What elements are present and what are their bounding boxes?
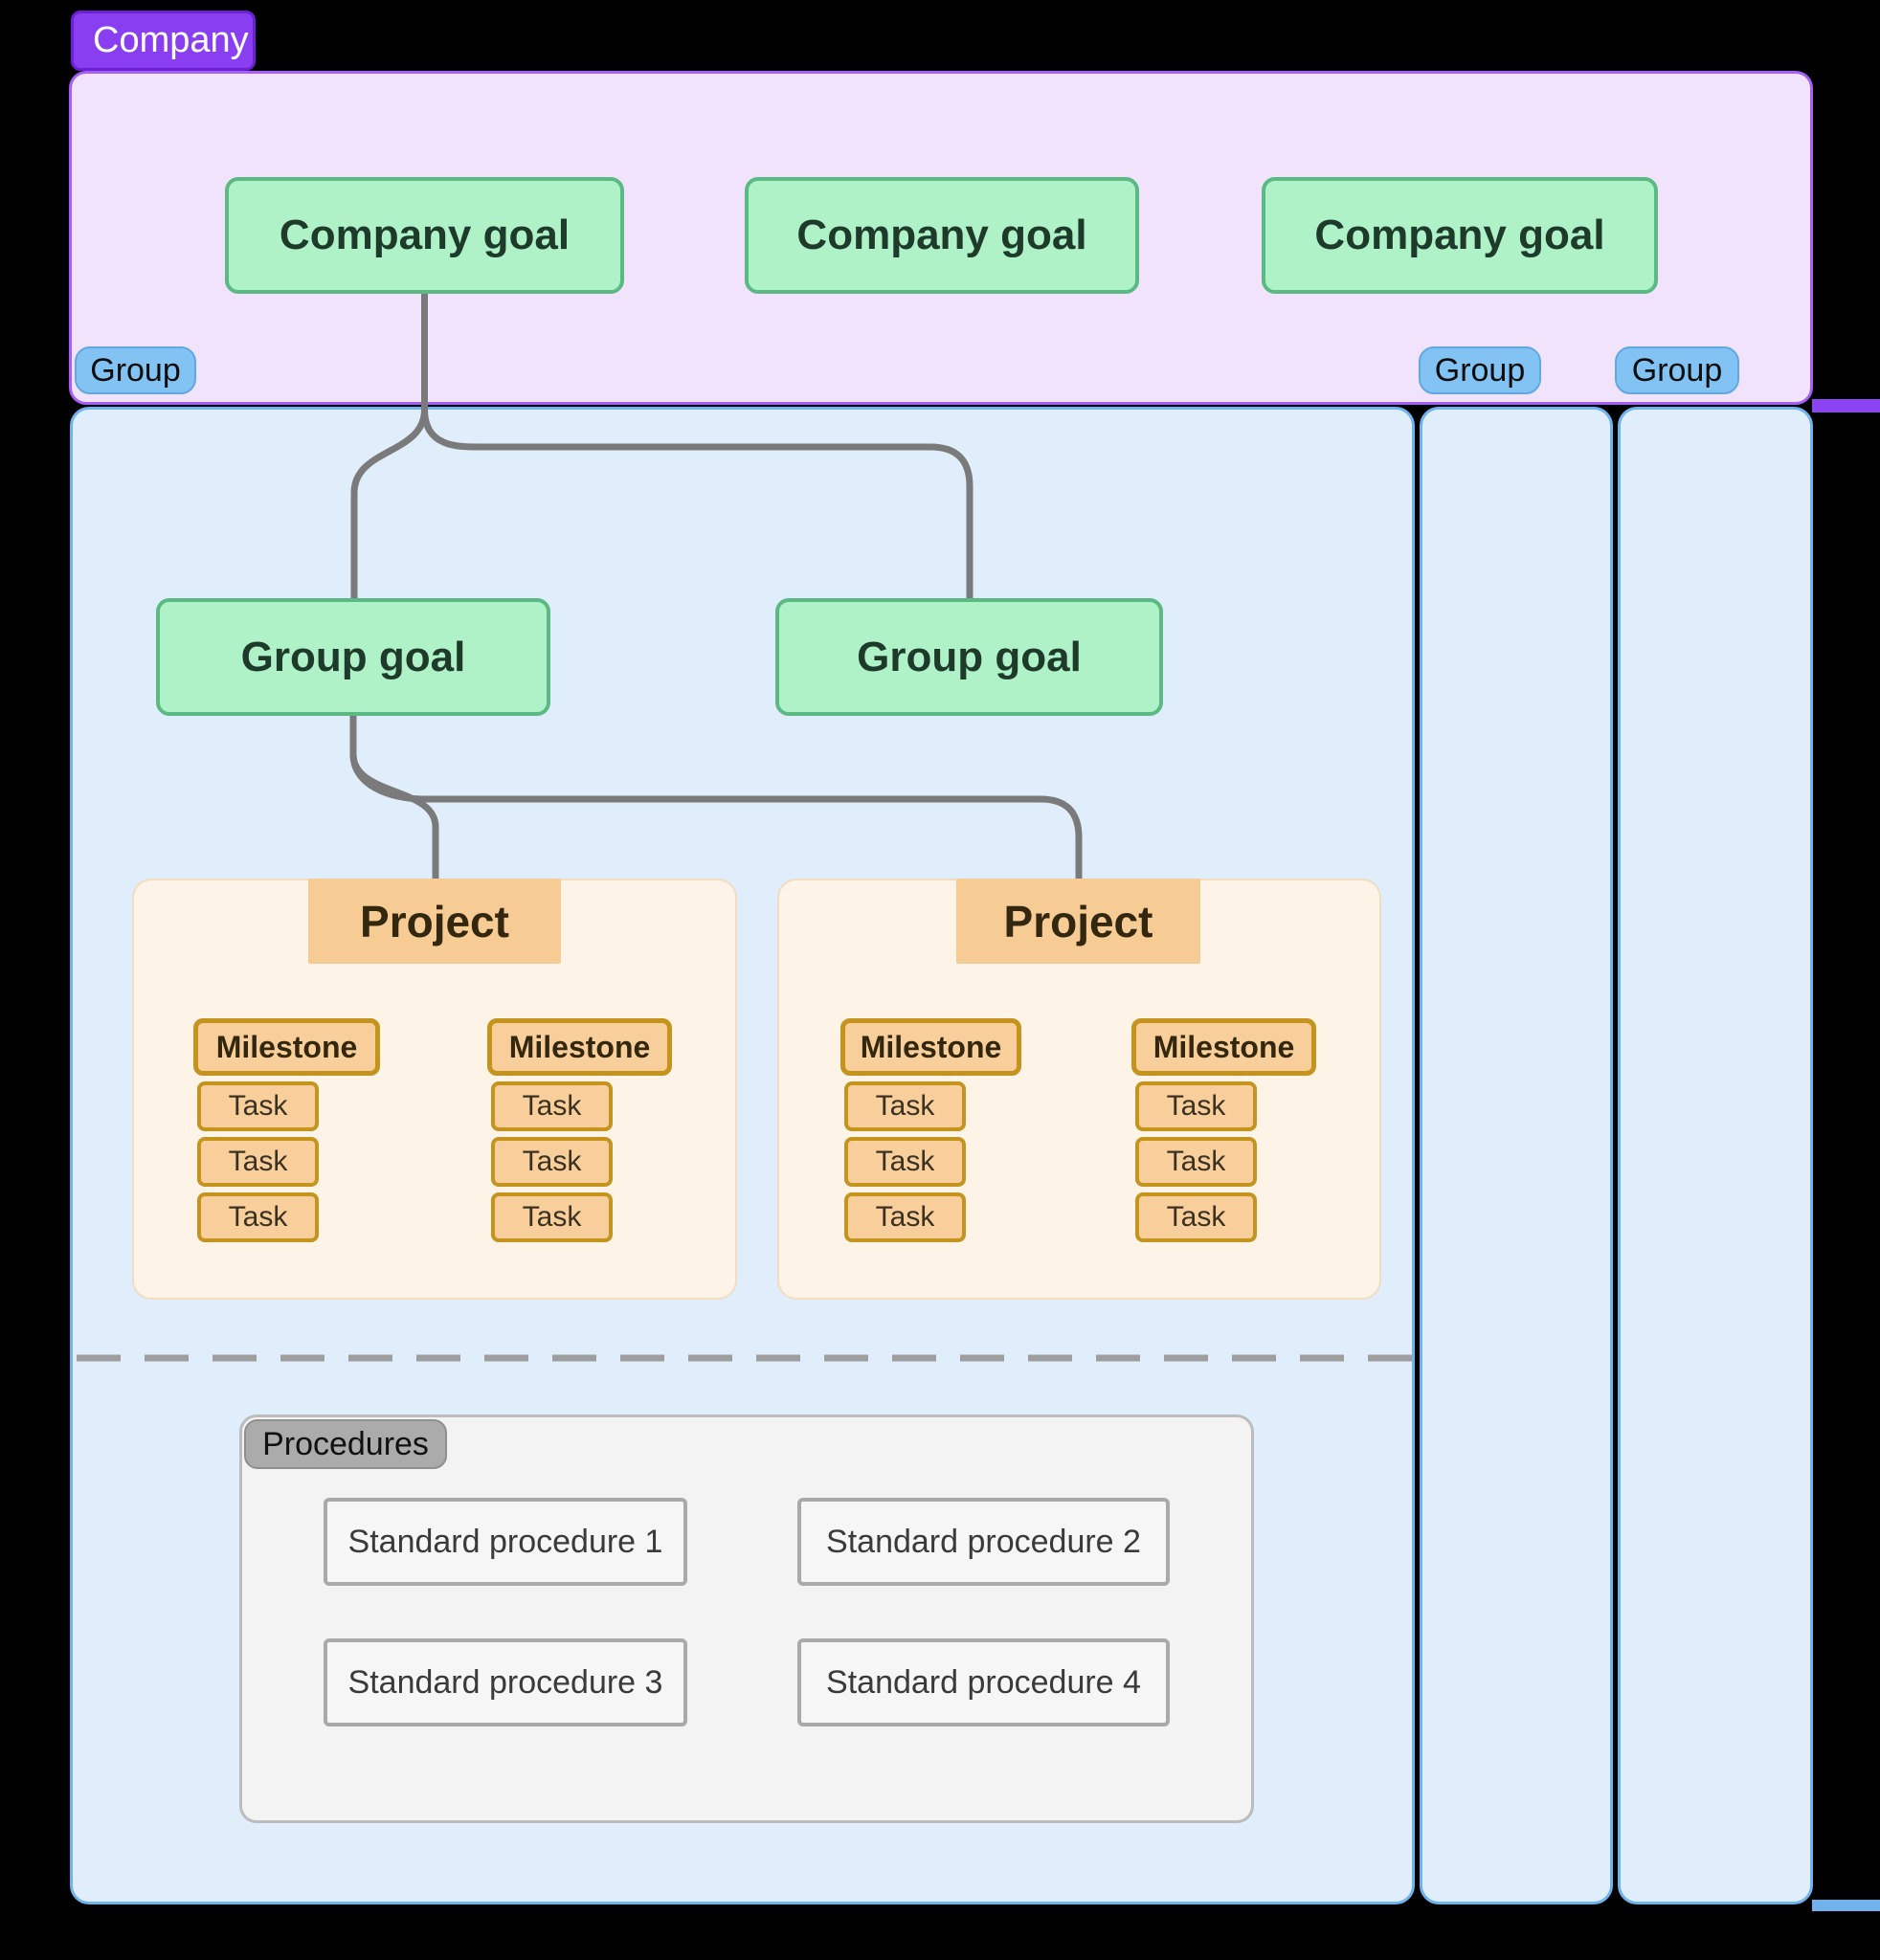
milestone-2a[interactable]: Milestone [840, 1018, 1021, 1076]
task-1b-1[interactable]: Task [491, 1081, 613, 1131]
company-goal-3[interactable]: Company goal [1262, 177, 1658, 294]
task-2b-1[interactable]: Task [1135, 1081, 1257, 1131]
task-1b-3[interactable]: Task [491, 1192, 613, 1242]
task-2a-1[interactable]: Task [844, 1081, 966, 1131]
task-1a-3[interactable]: Task [197, 1192, 319, 1242]
group-container-2 [1420, 407, 1613, 1904]
project-label-1[interactable]: Project [308, 879, 561, 964]
standard-procedure-4[interactable]: Standard procedure 4 [797, 1638, 1170, 1726]
task-2a-3[interactable]: Task [844, 1192, 966, 1242]
group-tab-2[interactable]: Group [1419, 346, 1541, 394]
group-goal-1[interactable]: Group goal [156, 598, 550, 716]
task-1a-1[interactable]: Task [197, 1081, 319, 1131]
standard-procedure-2[interactable]: Standard procedure 2 [797, 1498, 1170, 1586]
standard-procedure-1[interactable]: Standard procedure 1 [324, 1498, 687, 1586]
blue-edge-stub [1812, 1900, 1880, 1911]
purple-edge-stub [1812, 399, 1880, 412]
task-1a-2[interactable]: Task [197, 1137, 319, 1187]
company-goal-1[interactable]: Company goal [225, 177, 624, 294]
group-container-3 [1618, 407, 1813, 1904]
company-goal-2[interactable]: Company goal [745, 177, 1139, 294]
milestone-1a[interactable]: Milestone [193, 1018, 380, 1076]
standard-procedure-3[interactable]: Standard procedure 3 [324, 1638, 687, 1726]
project-label-2[interactable]: Project [956, 879, 1200, 964]
company-tab[interactable]: Company [71, 11, 256, 71]
milestone-1b[interactable]: Milestone [487, 1018, 672, 1076]
group-tab-3[interactable]: Group [1615, 346, 1739, 394]
task-2b-3[interactable]: Task [1135, 1192, 1257, 1242]
procedures-label[interactable]: Procedures [244, 1419, 447, 1469]
procedures-container [239, 1414, 1254, 1823]
group-tab-1[interactable]: Group [75, 346, 196, 394]
task-2b-2[interactable]: Task [1135, 1137, 1257, 1187]
task-2a-2[interactable]: Task [844, 1137, 966, 1187]
milestone-2b[interactable]: Milestone [1131, 1018, 1316, 1076]
task-1b-2[interactable]: Task [491, 1137, 613, 1187]
group-goal-2[interactable]: Group goal [775, 598, 1163, 716]
